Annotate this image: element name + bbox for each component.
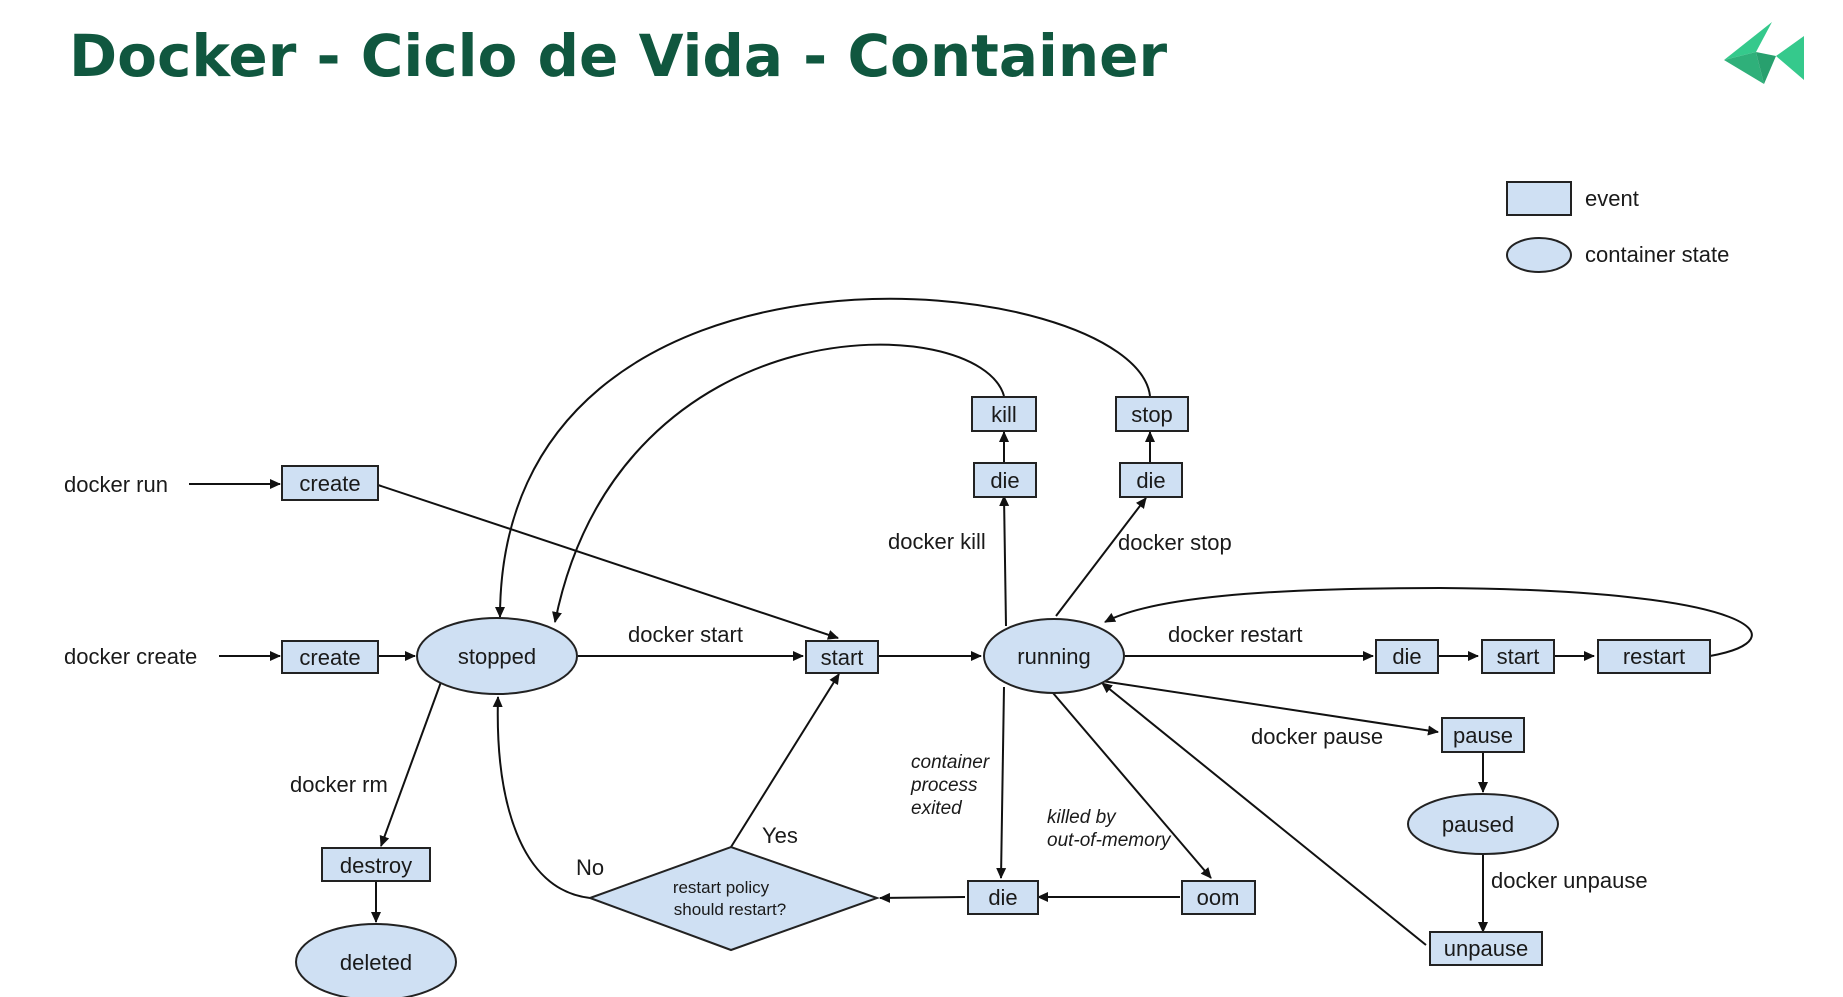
label-exited-3: exited bbox=[911, 798, 963, 819]
event-die-kill bbox=[973, 462, 1037, 498]
state-paused bbox=[1407, 793, 1559, 855]
label-oom-1: killed by bbox=[1047, 807, 1117, 828]
event-start bbox=[805, 640, 879, 674]
event-start-label: start bbox=[821, 645, 864, 670]
event-restart-label: restart bbox=[1623, 644, 1685, 669]
label-docker-create: docker create bbox=[64, 644, 197, 669]
label-no: No bbox=[576, 855, 604, 880]
label-docker-pause: docker pause bbox=[1251, 724, 1383, 749]
event-stop bbox=[1115, 396, 1189, 432]
event-create bbox=[281, 640, 379, 674]
label-docker-stop: docker stop bbox=[1118, 530, 1232, 555]
event-start-restart bbox=[1481, 639, 1555, 674]
state-paused-label: paused bbox=[1442, 812, 1514, 837]
event-kill-label: kill bbox=[991, 402, 1017, 427]
event-die-restart-label: die bbox=[1392, 644, 1421, 669]
label-exited-2: process bbox=[910, 775, 978, 796]
page-title: Docker - Ciclo de Vida - Container bbox=[69, 22, 1168, 90]
event-create-label: create bbox=[299, 645, 360, 670]
label-docker-kill: docker kill bbox=[888, 529, 986, 554]
label-docker-start: docker start bbox=[628, 622, 743, 647]
event-die-bottom-label: die bbox=[988, 885, 1017, 910]
event-pause bbox=[1441, 717, 1525, 753]
event-kill bbox=[971, 396, 1037, 432]
event-die-restart bbox=[1375, 639, 1439, 674]
state-running-label: running bbox=[1017, 644, 1090, 669]
legend-event-label: event bbox=[1585, 186, 1639, 211]
legend-state-label: container state bbox=[1585, 242, 1729, 267]
label-docker-rm: docker rm bbox=[290, 772, 388, 797]
legend-event-swatch bbox=[1506, 181, 1572, 216]
event-create-run bbox=[281, 465, 379, 501]
legend-state-swatch bbox=[1506, 237, 1572, 273]
brand-logo-icon bbox=[1724, 22, 1804, 84]
event-die-stop-label: die bbox=[1136, 468, 1165, 493]
label-docker-restart: docker restart bbox=[1168, 622, 1303, 647]
state-stopped-label: stopped bbox=[458, 644, 536, 669]
event-die-kill-label: die bbox=[990, 468, 1019, 493]
label-yes: Yes bbox=[762, 823, 798, 848]
label-docker-unpause: docker unpause bbox=[1491, 868, 1648, 893]
label-oom-2: out-of-memory bbox=[1047, 830, 1172, 851]
label-exited-1: container bbox=[911, 752, 990, 773]
state-deleted-label: deleted bbox=[340, 950, 412, 975]
event-die-stop bbox=[1119, 462, 1183, 498]
decision-line-1: restart policy bbox=[673, 878, 770, 897]
event-unpause bbox=[1429, 931, 1543, 966]
decision-restart-policy bbox=[587, 845, 881, 952]
event-destroy bbox=[321, 847, 431, 882]
label-docker-run: docker run bbox=[64, 472, 168, 497]
state-stopped bbox=[416, 617, 578, 695]
event-restart bbox=[1597, 639, 1711, 674]
state-running bbox=[983, 618, 1125, 694]
event-unpause-label: unpause bbox=[1444, 936, 1528, 961]
event-stop-label: stop bbox=[1131, 402, 1173, 427]
event-destroy-label: destroy bbox=[340, 853, 412, 878]
event-pause-label: pause bbox=[1453, 723, 1513, 748]
event-oom-label: oom bbox=[1197, 885, 1240, 910]
state-deleted bbox=[295, 923, 457, 997]
event-die-bottom bbox=[967, 880, 1039, 915]
event-create-run-label: create bbox=[299, 471, 360, 496]
event-start-restart-label: start bbox=[1497, 644, 1540, 669]
decision-line-2: should restart? bbox=[674, 900, 786, 919]
event-oom bbox=[1181, 880, 1256, 915]
